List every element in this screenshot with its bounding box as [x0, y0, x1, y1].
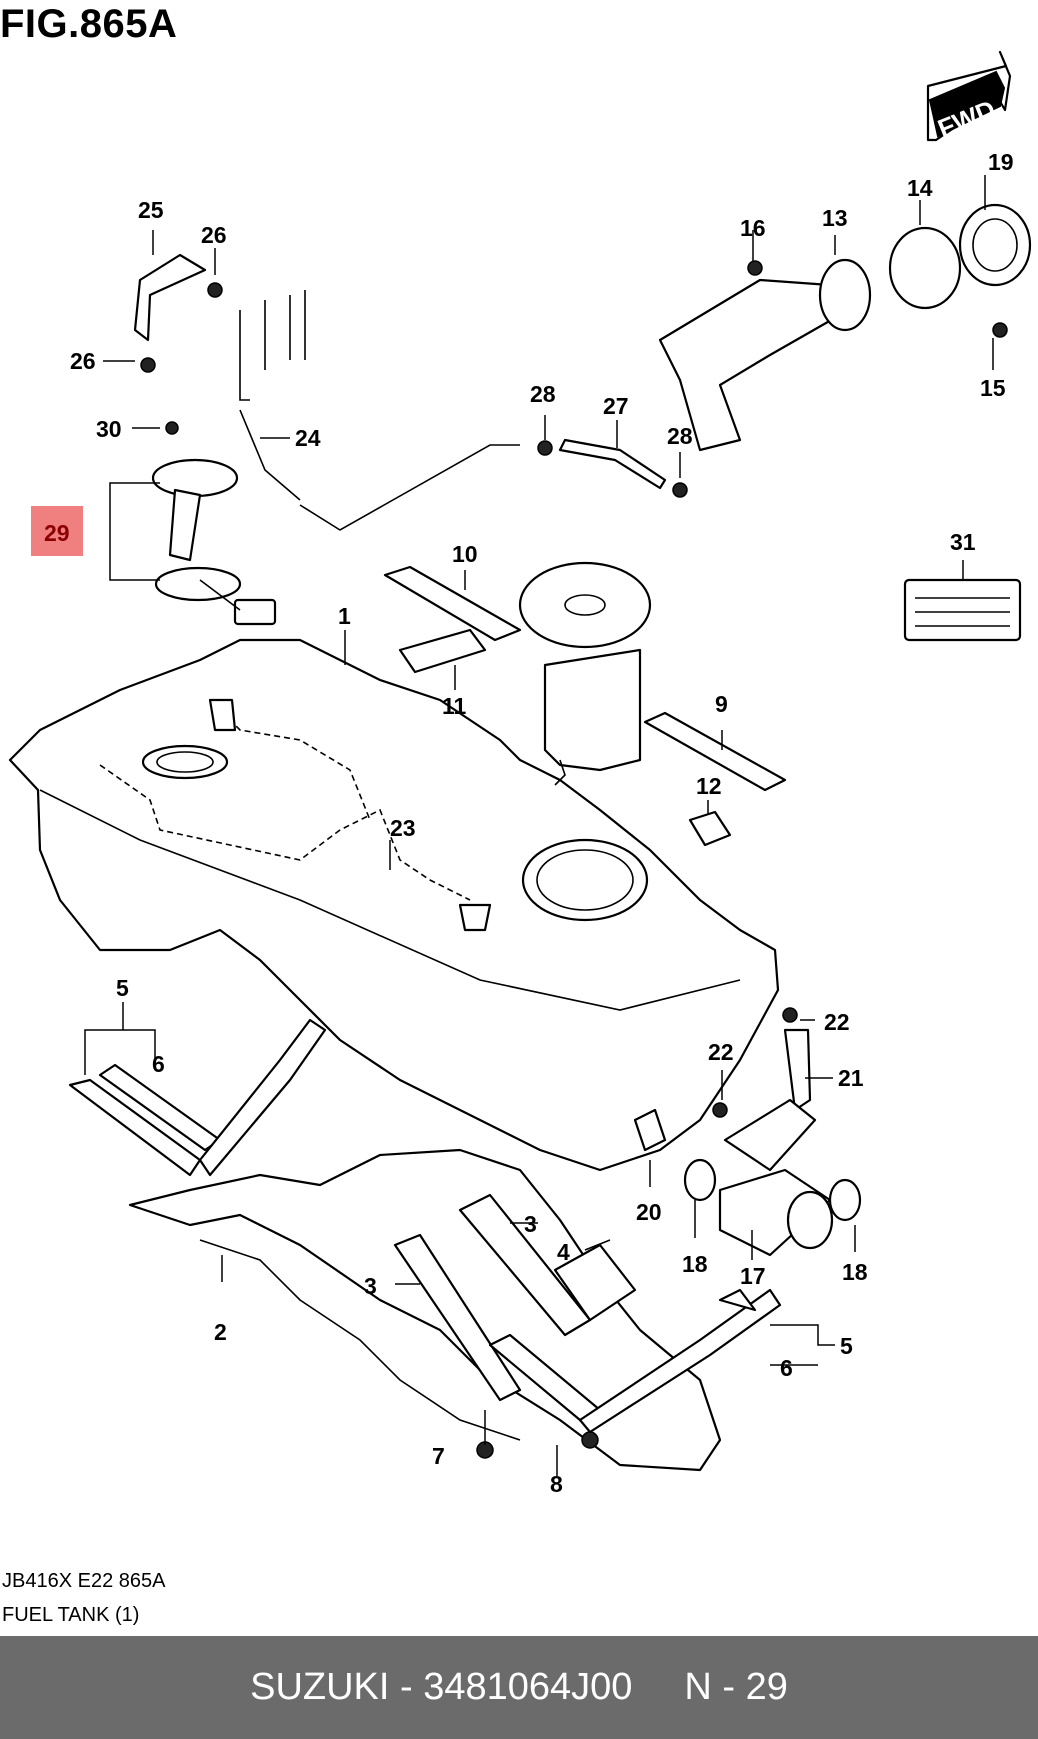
callout-13: 13: [822, 205, 848, 231]
filler-neck-assembly: [658, 203, 1032, 1257]
diagram-caption: FUEL TANK (1): [2, 1604, 140, 1626]
callout-28: 28: [530, 381, 556, 407]
fuel-pump-module: [518, 561, 652, 786]
callout-20: 20: [636, 1199, 662, 1225]
callout-21: 21: [838, 1065, 864, 1091]
callout-3: 3: [524, 1211, 537, 1237]
footer-bar: SUZUKI - 3481064J00 N - 29: [0, 1636, 1038, 1739]
callout-31: 31: [950, 529, 976, 555]
callout-24: 24: [295, 425, 321, 451]
tank-straps: [393, 1193, 637, 1402]
callout-11: 11: [442, 693, 467, 719]
figure-title: FIG.865A: [0, 2, 178, 46]
fuel-level-sender: [151, 458, 277, 626]
callout-5b: 5: [840, 1333, 853, 1359]
callout-29: 29: [44, 520, 70, 546]
footer-reference: N - 29: [684, 1666, 788, 1708]
callout-25: 25: [138, 197, 164, 223]
callout-6b: 6: [780, 1355, 793, 1381]
callout-3b: 3: [364, 1273, 377, 1299]
callout-7: 7: [432, 1443, 445, 1469]
leader-lines: [84, 175, 994, 1476]
callout-27: 27: [603, 393, 629, 419]
protector-plate: [128, 1148, 722, 1472]
callout-28b: 28: [667, 423, 693, 449]
callout-4: 4: [557, 1239, 570, 1265]
callout-18b: 18: [842, 1259, 868, 1285]
fwd-arrow-icon: FWD: [926, 50, 1012, 144]
callout-numbers: 1 2 3 3 4 5 6 5 6 7 8 9 10 11 12 13 14 1…: [44, 149, 1014, 1497]
fuel-tank-body: [8, 638, 780, 1172]
callout-19: 19: [988, 149, 1014, 175]
callout-17: 17: [740, 1263, 766, 1289]
callout-26: 26: [201, 222, 227, 248]
label-pads: [383, 565, 1022, 847]
tank-bands: [68, 1018, 782, 1434]
callout-22b: 22: [708, 1039, 734, 1065]
callout-8: 8: [550, 1471, 563, 1497]
fuel-tank-diagram: FWD: [8, 50, 1032, 1497]
callout-16: 16: [740, 215, 766, 241]
callout-2: 2: [214, 1319, 227, 1345]
callout-1: 1: [338, 603, 351, 629]
highlight-box: [31, 506, 83, 556]
fasteners: [140, 260, 1008, 1459]
callout-22: 22: [824, 1009, 850, 1035]
callout-5: 5: [116, 975, 129, 1001]
callout-30: 30: [96, 416, 122, 442]
callout-15: 15: [980, 375, 1006, 401]
callout-14: 14: [907, 175, 933, 201]
breather-pipe: [133, 253, 667, 531]
callout-6: 6: [152, 1051, 165, 1077]
callout-26b: 26: [70, 348, 96, 374]
footer-part-number: SUZUKI - 3481064J00: [250, 1666, 633, 1708]
diagram-code: JB416X E22 865A: [2, 1570, 166, 1592]
callout-12: 12: [696, 773, 722, 799]
callout-23: 23: [390, 815, 416, 841]
callout-9: 9: [715, 691, 728, 717]
callout-18: 18: [682, 1251, 708, 1277]
callout-10: 10: [452, 541, 478, 567]
